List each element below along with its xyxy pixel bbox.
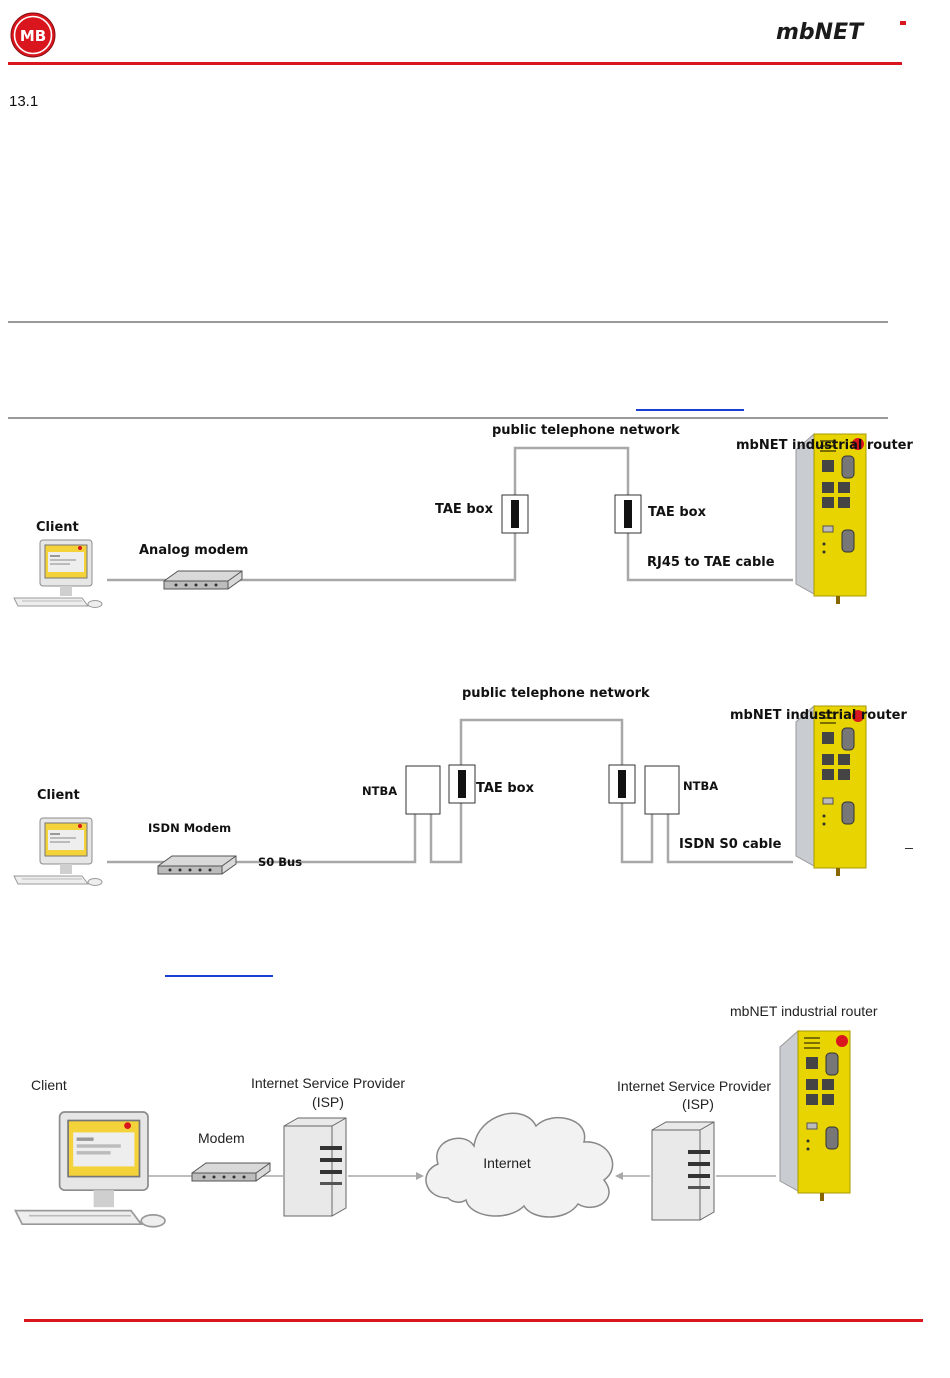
isp-left-abbr: (ISP) (312, 1094, 344, 1110)
ntba-left-label: NTBA (362, 784, 397, 798)
mb-logo-text: MB (20, 27, 46, 45)
tae-box-right-icon (608, 764, 636, 804)
tae-label: TAE box (476, 781, 535, 796)
ntba-right-icon (644, 765, 680, 815)
router-icon (795, 705, 867, 877)
bus-label: S0 Bus (258, 855, 302, 869)
client-computer-icon (14, 1111, 166, 1228)
modem-label: Modem (198, 1130, 245, 1146)
internet-label: Internet (483, 1155, 531, 1171)
cable-label: ISDN S0 cable (679, 837, 782, 852)
header-rule (8, 62, 902, 65)
modem-label: ISDN Modem (148, 821, 231, 835)
client-label: Client (36, 520, 79, 535)
hyperlink-underline-2[interactable] (165, 975, 273, 977)
isp-left-label: Internet Service Provider (251, 1075, 405, 1091)
mbnet-logo-text: mbNET (776, 20, 865, 44)
diagram-isdn: public telephone network mbNET industria… (13, 686, 907, 886)
tae-box-left-icon (501, 494, 529, 534)
client-computer-icon (13, 539, 103, 608)
router-label: mbNET industrial router (736, 438, 913, 453)
modem-label: Analog modem (139, 543, 248, 558)
modem-icon (191, 1162, 271, 1182)
router-icon (795, 433, 867, 605)
analog-modem-icon (163, 570, 243, 590)
isp-right-server-icon (651, 1121, 715, 1221)
cable-label: RJ45 to TAE cable (647, 555, 775, 570)
section-number: 13.1 (9, 93, 39, 110)
tae-box-right-icon (614, 494, 642, 534)
client-computer-icon (13, 817, 103, 886)
tae-left-label: TAE box (435, 502, 494, 517)
network-label: public telephone network (462, 686, 650, 701)
router-label: mbNET industrial router (730, 708, 907, 723)
isp-right-abbr: (ISP) (682, 1096, 714, 1112)
mbnet-logo: mbNET (776, 20, 906, 44)
hyperlink-underline[interactable] (636, 409, 744, 411)
ntba-left-icon (405, 765, 441, 815)
router-icon (779, 1030, 851, 1202)
diagram-internet: mbNET industrial router Client Modem Int… (14, 1003, 878, 1228)
client-label: Client (31, 1077, 67, 1093)
tae-box-icon (448, 764, 476, 804)
divider-bottom (8, 417, 888, 419)
dash-mark (905, 848, 913, 849)
router-label: mbNET industrial router (730, 1003, 878, 1019)
ntba-right-label: NTBA (683, 779, 718, 793)
client-label: Client (37, 788, 80, 803)
mb-logo: MB (10, 12, 56, 58)
isp-left-server-icon (283, 1117, 347, 1217)
isdn-modem-icon (157, 855, 237, 875)
tae-right-label: TAE box (648, 505, 707, 520)
divider-top (8, 321, 888, 323)
isp-right-label: Internet Service Provider (617, 1078, 771, 1094)
internet-cloud-icon (425, 1112, 614, 1218)
diagram-analog: public telephone network mbNET industria… (13, 423, 913, 608)
network-label: public telephone network (492, 423, 680, 438)
footer-rule (24, 1319, 923, 1322)
